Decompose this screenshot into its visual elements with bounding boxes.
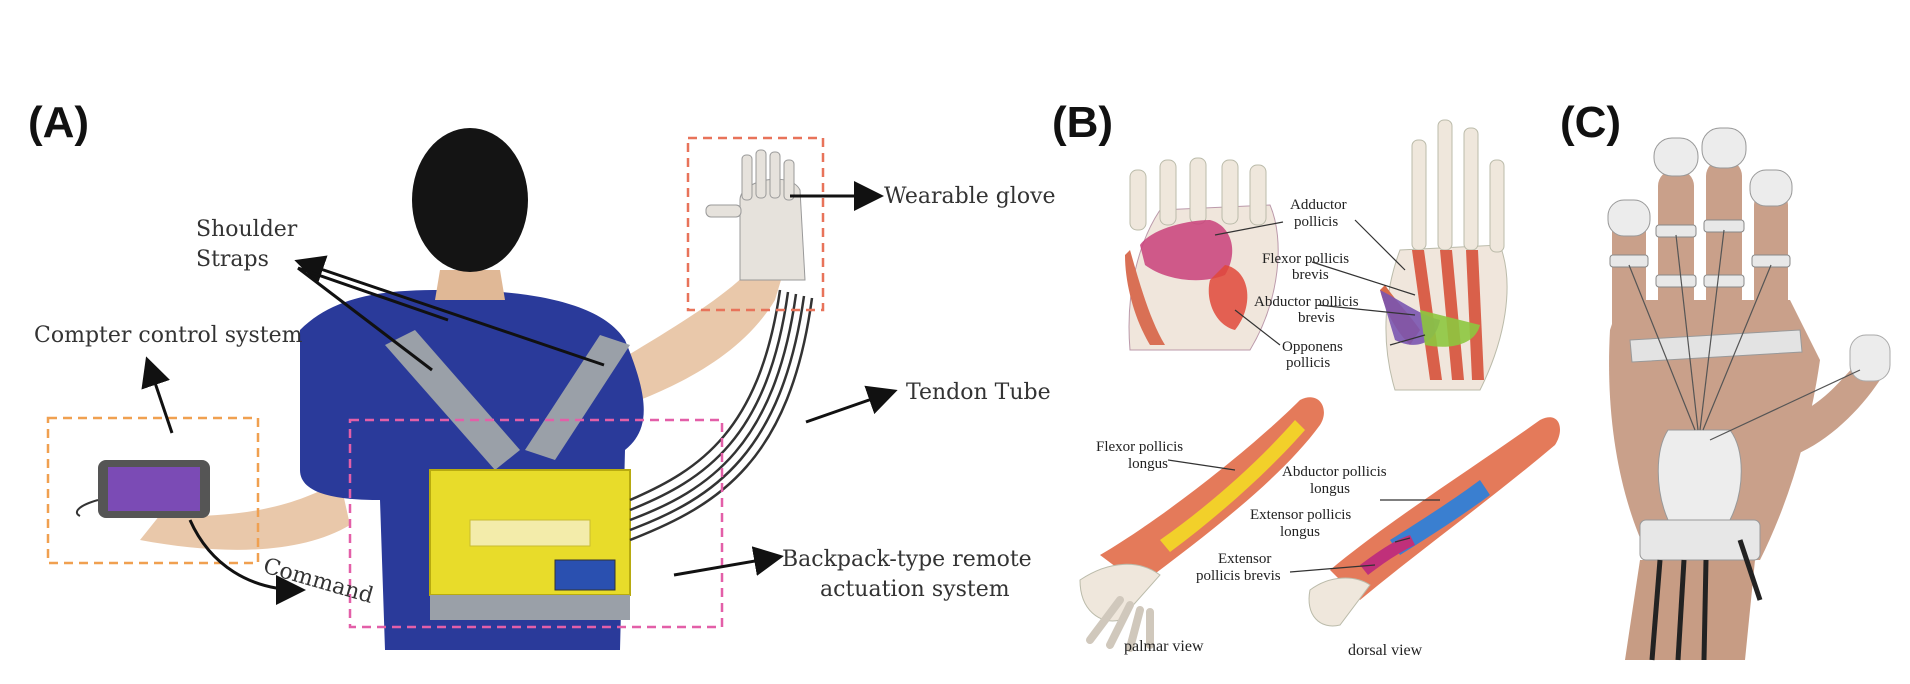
backpack-actuation-box <box>348 418 724 629</box>
backpack-label-plate <box>469 519 591 547</box>
panel-a: (A) <box>28 98 1056 650</box>
left-arm <box>140 480 350 550</box>
arrow-computer-control <box>141 356 174 434</box>
panel-a-label: (A) <box>28 98 89 147</box>
label-fpb-2: brevis <box>1292 267 1329 283</box>
label-dorsal-view: dorsal view <box>1348 642 1423 659</box>
panel-c: (C) <box>1560 98 1891 661</box>
person-illustration <box>75 128 814 650</box>
tendon-tubes <box>629 289 814 542</box>
label-palmar-view: palmar view <box>1124 638 1204 655</box>
shoulder-strap-right <box>525 335 630 460</box>
arrow-shoulder-strap-right <box>294 255 605 367</box>
forearm-illustration-palmar <box>1079 397 1324 652</box>
arrow-backpack <box>673 546 784 577</box>
arrow-command <box>188 519 306 605</box>
glove-photo-illustration <box>1607 127 1891 661</box>
callout-shoulder-straps-1: Shoulder <box>196 217 298 242</box>
panel-b-label: (B) <box>1052 98 1113 147</box>
backpack-strap-bottom <box>430 595 630 620</box>
panel-b: (B) <box>1052 98 1560 659</box>
line-shoulder-strap-left <box>297 266 449 322</box>
neck <box>435 270 505 300</box>
wearable-glove-box <box>686 136 825 312</box>
label-apl-2: longus <box>1310 481 1350 497</box>
label-apb-1: Abductor pollicis <box>1254 294 1359 310</box>
label-apb-2: brevis <box>1298 310 1335 326</box>
label-fpl-1: Flexor pollicis <box>1096 439 1183 455</box>
callout-computer-control: Compter control system <box>34 323 303 348</box>
forearm-illustration-dorsal <box>1308 417 1560 627</box>
phone-screen <box>108 467 200 511</box>
callout-shoulder-straps-2: Straps <box>196 247 269 272</box>
label-opp-2: pollicis <box>1286 355 1330 371</box>
hand-illustration-palmar-right <box>1380 119 1508 391</box>
callout-backpack-2: actuation system <box>820 577 1010 602</box>
panel-c-label: (C) <box>1560 98 1621 147</box>
label-epb-1: Extensor <box>1218 551 1271 567</box>
callout-backpack-1: Backpack-type remote <box>782 547 1032 572</box>
phone-illustration <box>75 460 210 518</box>
shoulder-strap-left <box>385 330 520 470</box>
glove-illustration <box>705 149 806 281</box>
backpack-motor <box>554 559 616 591</box>
label-fpl-2: longus <box>1128 456 1168 472</box>
forearm <box>1625 560 1755 660</box>
label-adductor-1: Adductor <box>1290 197 1347 213</box>
callout-tendon-tube: Tendon Tube <box>906 380 1051 405</box>
head <box>412 128 528 272</box>
label-apl-1: Abductor pollicis <box>1282 464 1387 480</box>
computer-control-box <box>46 416 260 565</box>
label-epl-2: longus <box>1280 524 1320 540</box>
callout-command: Command <box>260 554 376 609</box>
label-adductor-2: pollicis <box>1294 214 1338 230</box>
arrow-tendon-tube <box>805 385 898 424</box>
adductor-pollicis-shape <box>1140 220 1233 281</box>
anatomy-leader-lines <box>1167 219 1440 573</box>
label-epl-1: Extensor pollicis <box>1250 507 1351 523</box>
callout-wearable-glove: Wearable glove <box>884 184 1056 209</box>
label-opp-1: Opponens <box>1282 339 1343 355</box>
hand-illustration-palmar-upper <box>1125 157 1279 351</box>
line-shoulder-strap-mid <box>297 266 433 372</box>
label-epb-2: pollicis brevis <box>1196 568 1281 584</box>
label-fpb-1: Flexor pollicis <box>1262 251 1349 267</box>
